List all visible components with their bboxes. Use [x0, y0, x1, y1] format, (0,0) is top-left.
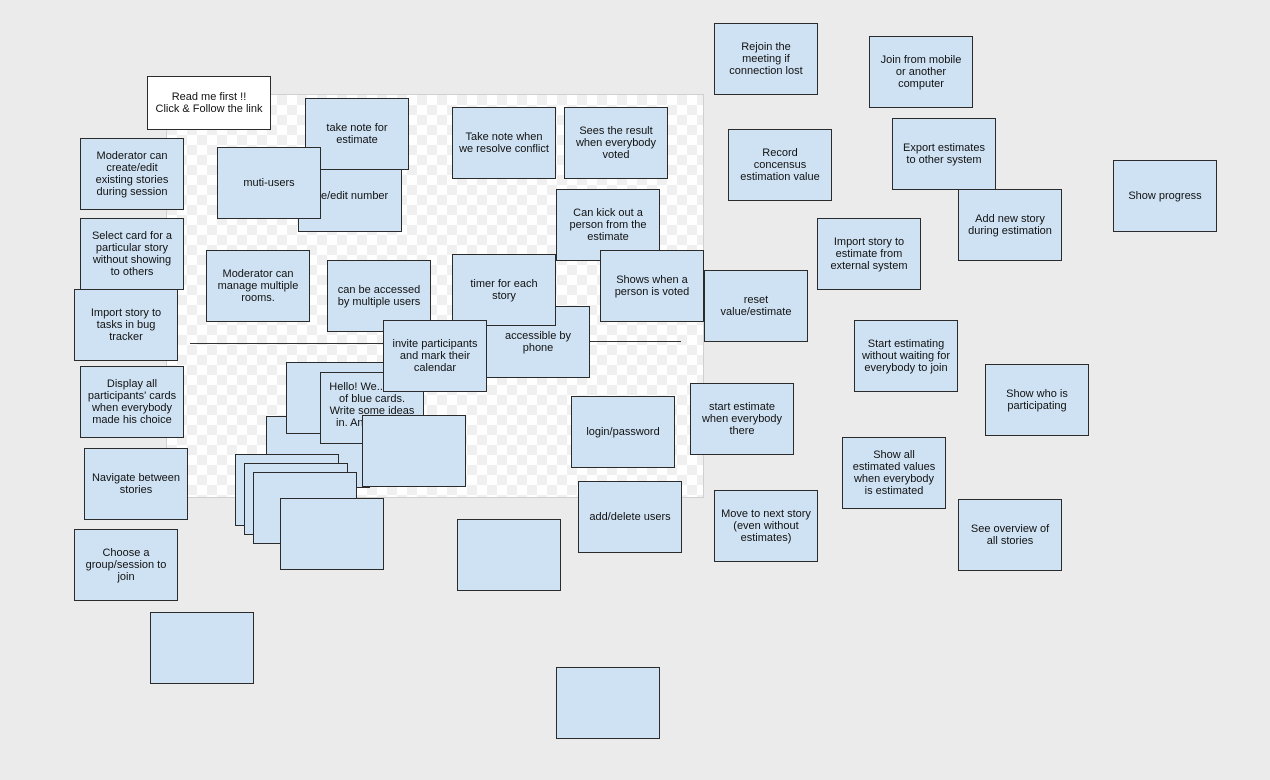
sticky-note[interactable]: Take note when we resolve conflict [452, 107, 556, 179]
sticky-note[interactable]: muti-users [217, 147, 321, 219]
sticky-note[interactable]: Show who is participating [985, 364, 1089, 436]
sticky-note[interactable]: Import story to tasks in bug tracker [74, 289, 178, 361]
sticky-note[interactable]: Start estimating without waiting for eve… [854, 320, 958, 392]
blank-card[interactable] [362, 415, 466, 487]
sticky-note[interactable]: invite participants and mark their calen… [383, 320, 487, 392]
sticky-note[interactable]: Rejoin the meeting if connection lost [714, 23, 818, 95]
divider-line-right [588, 341, 681, 342]
sticky-note[interactable]: start estimate when everybody there [690, 383, 794, 455]
sticky-note[interactable]: add/delete users [578, 481, 682, 553]
sticky-note[interactable]: Add new story during estimation [958, 189, 1062, 261]
divider-line-left [190, 343, 390, 344]
sticky-note[interactable]: Can kick out a person from the estimate [556, 189, 660, 261]
sticky-note[interactable]: Moderator can manage multiple rooms. [206, 250, 310, 322]
sticky-note[interactable]: Export estimates to other system [892, 118, 996, 190]
sticky-note[interactable]: Display all participants' cards when eve… [80, 366, 184, 438]
sticky-note[interactable]: Import story to estimate from external s… [817, 218, 921, 290]
sticky-note[interactable]: Navigate between stories [84, 448, 188, 520]
sticky-note[interactable]: take note for estimate [305, 98, 409, 170]
sticky-note[interactable]: See overview of all stories [958, 499, 1062, 571]
readme-note[interactable]: Read me first !! Click & Follow the link [147, 76, 271, 130]
blank-card[interactable] [280, 498, 384, 570]
sticky-note[interactable]: Show all estimated values when everybody… [842, 437, 946, 509]
sticky-note[interactable]: Show progress [1113, 160, 1217, 232]
sticky-note[interactable]: Move to next story (even without estimat… [714, 490, 818, 562]
sticky-note[interactable]: Choose a group/session to join [74, 529, 178, 601]
sticky-note[interactable]: login/password [571, 396, 675, 468]
blank-card[interactable] [556, 667, 660, 739]
sticky-note[interactable]: Sees the result when everybody voted [564, 107, 668, 179]
sticky-note[interactable]: reset value/estimate [704, 270, 808, 342]
sticky-note[interactable]: Join from mobile or another computer [869, 36, 973, 108]
sticky-note[interactable]: Shows when a person is voted [600, 250, 704, 322]
sticky-note[interactable]: Moderator can create/edit existing stori… [80, 138, 184, 210]
sticky-note[interactable]: timer for each story [452, 254, 556, 326]
blank-card[interactable] [457, 519, 561, 591]
sticky-note[interactable]: Record concensus estimation value [728, 129, 832, 201]
sticky-note[interactable]: Select card for a particular story witho… [80, 218, 184, 290]
blank-card[interactable] [150, 612, 254, 684]
